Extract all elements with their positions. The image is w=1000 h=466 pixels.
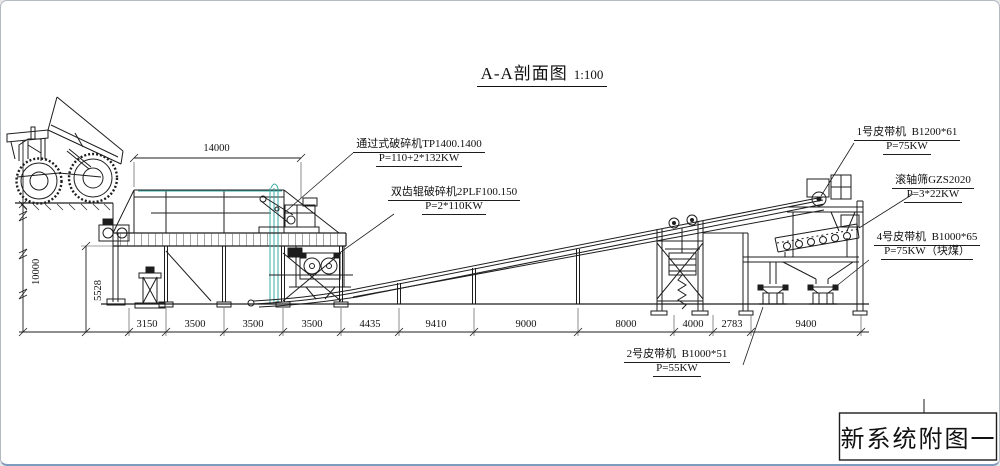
dimension-label: 9000: [515, 319, 537, 330]
dimension-label: 4435: [359, 319, 381, 330]
screen-house: [738, 200, 868, 316]
section-title-text: A-A剖面图: [480, 64, 568, 83]
tp-crusher-power: P=110+2*132KW: [375, 153, 463, 167]
belt-cross-sections: [757, 284, 839, 305]
haul-truck-drawing: [6, 96, 124, 211]
belt-4-name: 4号皮带机 B1000*65: [873, 232, 981, 246]
dimension-label-left-inner: 5528: [93, 280, 104, 301]
dimension-label: 3500: [184, 319, 206, 330]
dimension-label: 9410: [425, 319, 447, 330]
takeup-tower: [650, 214, 743, 316]
label-belt-1: 1号皮带机 B1200*61 P=75KW: [846, 127, 968, 155]
label-belt-4: 4号皮带机 B1000*65 P=75KW（块煤）: [861, 232, 993, 260]
belt-2-power: P=55KW: [653, 363, 701, 377]
roller-crusher-name: 双齿辊破碎机2PLF100.150: [387, 187, 521, 201]
roller-crusher-power: P=2*110KW: [422, 201, 486, 215]
dimension-label: 2783: [721, 319, 743, 330]
belt-1-name: 1号皮带机 B1200*61: [853, 127, 961, 141]
belt-1-power: P=75KW: [883, 141, 931, 155]
roller-screen-power: P=3*22KW: [903, 189, 963, 203]
dimension-lines: [18, 141, 869, 337]
dimension-label-left-outer: 10000: [31, 258, 42, 285]
dimension-label-top: 14000: [203, 143, 230, 154]
label-roller-crusher: 双齿辊破碎机2PLF100.150 P=2*110KW: [387, 187, 521, 215]
title-block-frame: [838, 399, 998, 461]
label-tp-crusher: 通过式破碎机TP1400.1400 P=110+2*132KW: [349, 139, 489, 167]
title-block-text: 新系统附图一: [840, 427, 997, 453]
tp-crusher-drawing: [258, 195, 320, 234]
belt-2-name: 2号皮带机 B1000*51: [623, 349, 731, 363]
roller-screen-name: 滚轴筛GZS2020: [892, 175, 974, 189]
dimension-label: 3500: [301, 319, 323, 330]
title-block: 新系统附图一: [840, 413, 997, 460]
dimension-label: 3500: [242, 319, 264, 330]
label-belt-2: 2号皮带机 B1000*51 P=55KW: [607, 349, 747, 377]
head-drive-station: [787, 174, 863, 257]
dimension-label: 4000: [682, 319, 704, 330]
tp-crusher-name: 通过式破碎机TP1400.1400: [353, 139, 485, 153]
dimension-label: 3150: [136, 319, 158, 330]
dimension-label: 9400: [795, 319, 817, 330]
bunker-structure: [98, 189, 347, 306]
belt-4-power: P=75KW（块煤）: [881, 246, 973, 260]
dimension-label: 8000: [615, 319, 637, 330]
inclined-conveyor: [247, 196, 825, 308]
section-title: A-A剖面图 1:100: [449, 41, 619, 105]
label-roller-screen: 滚轴筛GZS2020 P=3*22KW: [877, 175, 989, 203]
section-scale-text: 1:100: [573, 67, 604, 82]
leader-lines: [283, 142, 914, 366]
